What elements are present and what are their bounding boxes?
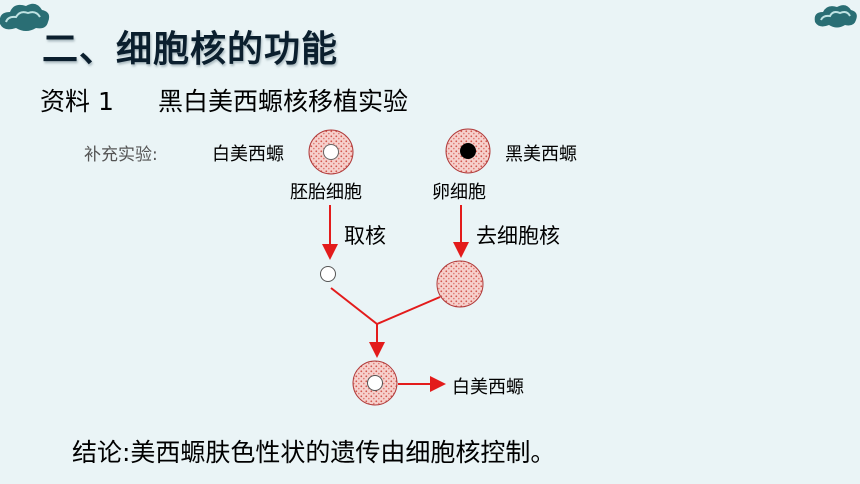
embryo-cell-label: 胚胎细胞 — [290, 182, 362, 203]
isolated-nucleus — [320, 266, 336, 282]
subtitle: 资料 1 黑白美西螈核移植实验 — [40, 82, 408, 118]
result-label: 白美西螈 — [452, 377, 524, 398]
merge-line-right — [376, 296, 441, 325]
embryo-cell — [308, 129, 354, 175]
black-axolotl-label: 黑美西螈 — [505, 144, 577, 165]
egg-cell-label: 卵细胞 — [432, 182, 486, 203]
take-nucleus-label: 取核 — [344, 224, 386, 248]
remove-nucleus-label: 去细胞核 — [476, 224, 560, 248]
cloud-left-decoration — [0, 3, 50, 31]
page-title: 二、细胞核的功能 — [42, 29, 339, 70]
enucleated-egg — [436, 260, 484, 308]
cloud-right-decoration — [814, 5, 857, 28]
merge-line-left — [330, 287, 378, 325]
supplement-label: 补充实验: — [84, 145, 158, 165]
white-axolotl-label: 白美西螈 — [212, 144, 284, 165]
egg-cell — [445, 128, 491, 174]
conclusion-text: 结论:美西螈肤色性状的遗传由细胞核控制。 — [72, 438, 556, 467]
reconstructed-cell — [352, 360, 398, 406]
egg-nucleus-dark — [460, 143, 476, 159]
material-label: 资料 1 — [40, 87, 114, 116]
embryo-nucleus — [323, 144, 339, 160]
experiment-name: 黑白美西螈核移植实验 — [158, 87, 409, 116]
